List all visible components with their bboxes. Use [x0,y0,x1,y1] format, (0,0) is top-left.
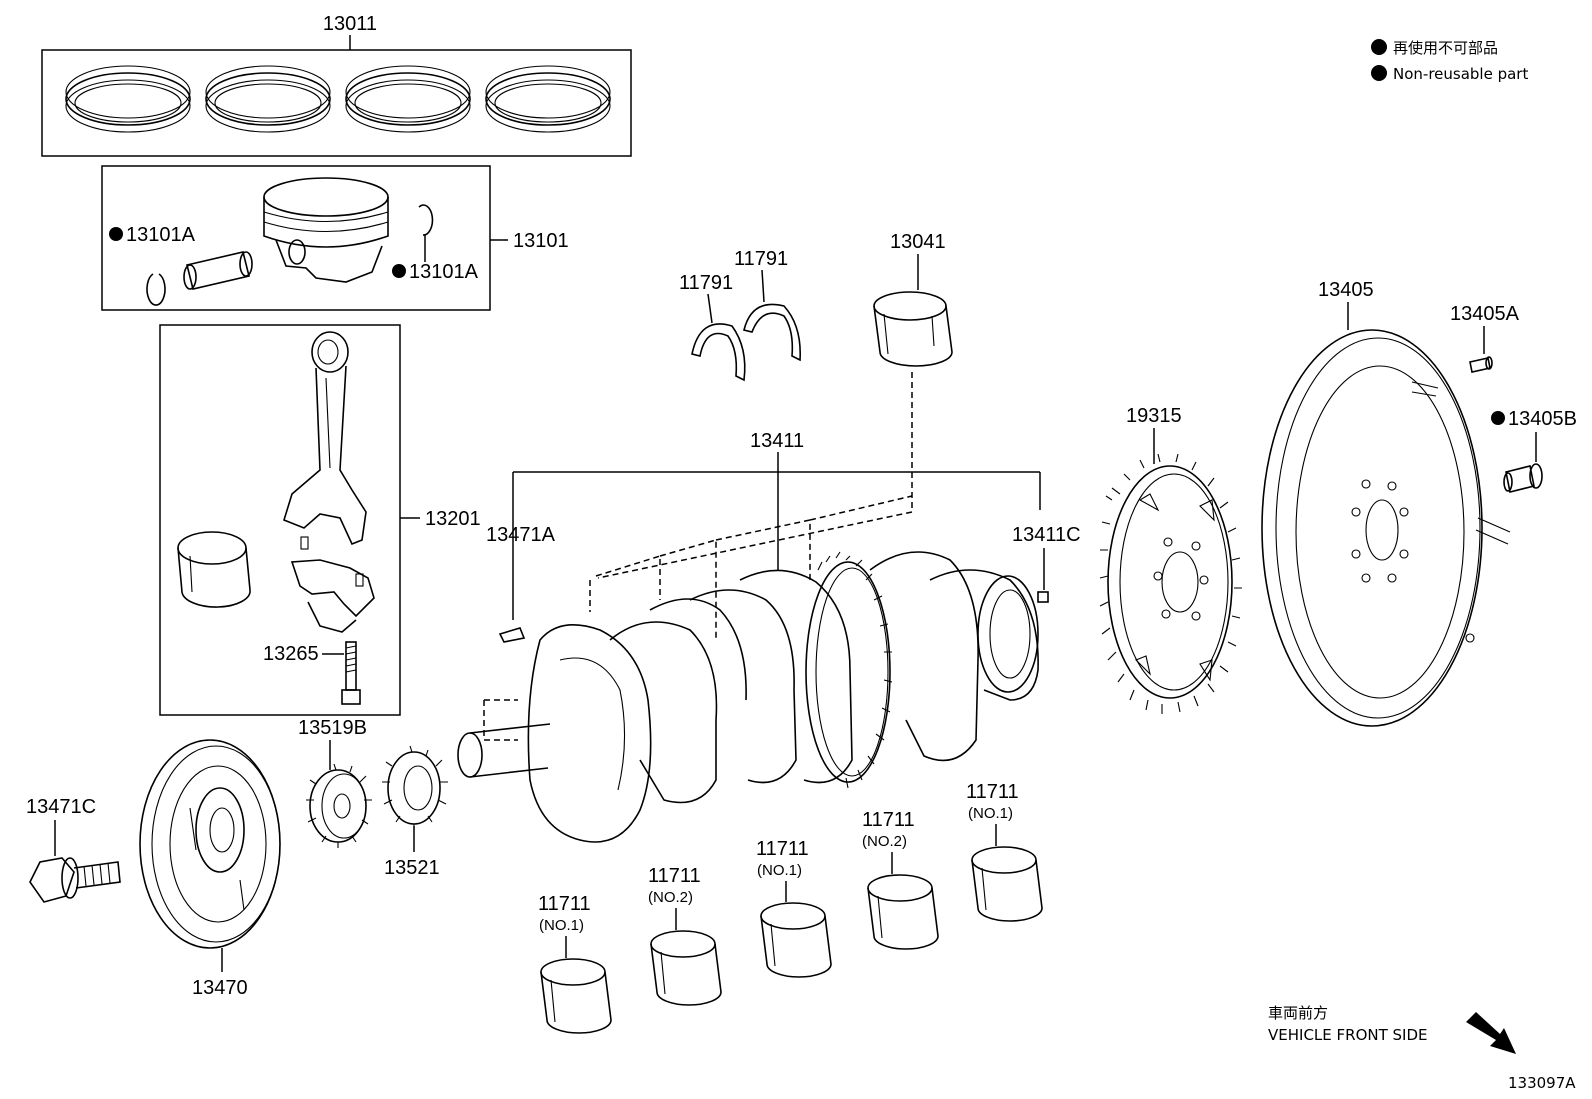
crank-key-icon [498,627,526,643]
connecting-rod-icon [283,331,375,633]
label-13041: 13041 [890,231,946,253]
front-side-en-text: VEHICLE FRONT SIDE [1268,1026,1428,1044]
conrod-bolt-icon [341,641,361,705]
crank-pulley[interactable]: 13470 [139,739,281,999]
label-13471c: 13471C [26,796,96,818]
piston-ring-box [41,49,632,157]
figure-id: 133097A [1508,1074,1576,1092]
label-13411c: 13411C [1012,524,1081,546]
piston-set-box [101,165,491,311]
piston-ring-icon [65,65,191,133]
bearing-part-label: 11711 [538,893,591,915]
bolt-icon [29,857,121,903]
piston-ring-icon [485,65,611,133]
bearing-note-label: (NO.1) [968,805,1013,822]
piston-set[interactable]: 13101 13101A 13101A [101,165,569,311]
label-13011: 13011 [323,13,377,35]
label-11791-a: 11791 [679,272,733,294]
front-side-jp-text: 車両前方 [1268,1004,1328,1022]
label-13471a: 13471A [486,524,556,546]
legend-jp-text: 再使用不可部品 [1393,39,1498,57]
label-13405b: 13405B [1508,408,1577,430]
timing-gear-13521[interactable]: 13521 [382,745,448,879]
label-13521: 13521 [384,857,440,879]
piston-ring-set[interactable]: 13011 [41,13,632,157]
pulley-bolt[interactable]: 13471C [26,796,121,903]
label-13405: 13405 [1318,279,1374,301]
drive-plate[interactable]: 19315 [1099,405,1242,714]
label-13101a-right: 13101A [409,261,479,283]
main-bearing-1[interactable]: 11711 (NO.1) [538,893,612,1034]
flywheel-icon [1261,329,1511,727]
bearing-part-label: 11711 [966,781,1019,803]
bearing-note-label: (NO.2) [648,889,693,906]
main-bearing-4[interactable]: 11711 (NO.2) [862,809,939,950]
bearing-shell-icon [650,930,722,1006]
label-13411: 13411 [750,430,804,452]
bearing-note-label: (NO.2) [862,833,907,850]
vehicle-front-indicator: 車両前方 VEHICLE FRONT SIDE [1268,1004,1516,1054]
dowel-pin-icon [1469,356,1493,373]
thrust-washer-icon [691,323,746,382]
pulley-icon [139,739,281,949]
label-13101a-left: 13101A [126,224,196,246]
bearing-part-label: 11711 [756,838,809,860]
piston-ring-icon [205,65,331,133]
snap-ring-icon [418,204,434,236]
bearing-part-label: 11711 [862,809,915,831]
piston-pin-icon [183,251,253,290]
bearing-part-label: 11711 [648,865,701,887]
bearing-shell-icon [971,846,1043,922]
non-reusable-marker-icon [392,264,406,278]
thrust-washers[interactable]: 11791 11791 [679,248,801,382]
label-13470: 13470 [192,977,248,999]
bearing-shell-icon [540,958,612,1034]
bearing-note-label: (NO.1) [539,917,584,934]
main-bearing-5[interactable]: 11711 (NO.1) [966,781,1043,922]
front-direction-arrow-icon [1466,1012,1516,1054]
label-11791-b: 11791 [734,248,788,270]
piston-ring-icon [345,65,471,133]
bearing-shell-icon [867,874,939,950]
connecting-rod-set[interactable]: 13201 13265 [159,324,481,716]
rod-bearing-icon [177,531,251,608]
connecting-rod-box [159,324,401,716]
label-13519b: 13519B [298,717,367,739]
crankshaft-assembly[interactable]: 13411 13471A 13411C [457,430,1081,843]
non-reusable-marker-icon [1371,65,1387,81]
sprocket-icon [382,745,448,830]
bearing-shell-icon [760,902,832,978]
legend-en-text: Non-reusable part [1393,65,1528,83]
sprocket-icon [306,763,372,848]
non-reusable-marker-icon [1371,39,1387,55]
label-13405a: 13405A [1450,303,1520,325]
piston-icon [263,177,389,283]
crankshaft-icon [457,551,1039,843]
conrod-bearing[interactable]: 13041 [597,231,953,579]
flywheel[interactable]: 13405 13405A 13405B [1261,279,1577,727]
timing-gear-13519b[interactable]: 13519B [298,717,372,848]
legend: 再使用不可部品 Non-reusable part [1371,39,1528,83]
non-reusable-marker-icon [1491,411,1505,425]
flywheel-bolt-icon [1503,463,1543,493]
label-13265: 13265 [263,643,319,665]
bearing-shell-icon [873,291,953,367]
main-bearing-3[interactable]: 11711 (NO.1) [756,838,832,978]
snap-ring-icon [146,273,166,306]
drive-plate-icon [1099,453,1242,714]
crank-pin-icon [1037,591,1049,603]
label-13201: 13201 [425,508,481,530]
non-reusable-marker-icon [109,227,123,241]
label-13101: 13101 [513,230,569,252]
main-bearing-2[interactable]: 11711 (NO.2) [648,865,722,1006]
bearing-note-label: (NO.1) [757,862,802,879]
label-19315: 19315 [1126,405,1182,427]
thrust-washer-icon [743,303,801,362]
